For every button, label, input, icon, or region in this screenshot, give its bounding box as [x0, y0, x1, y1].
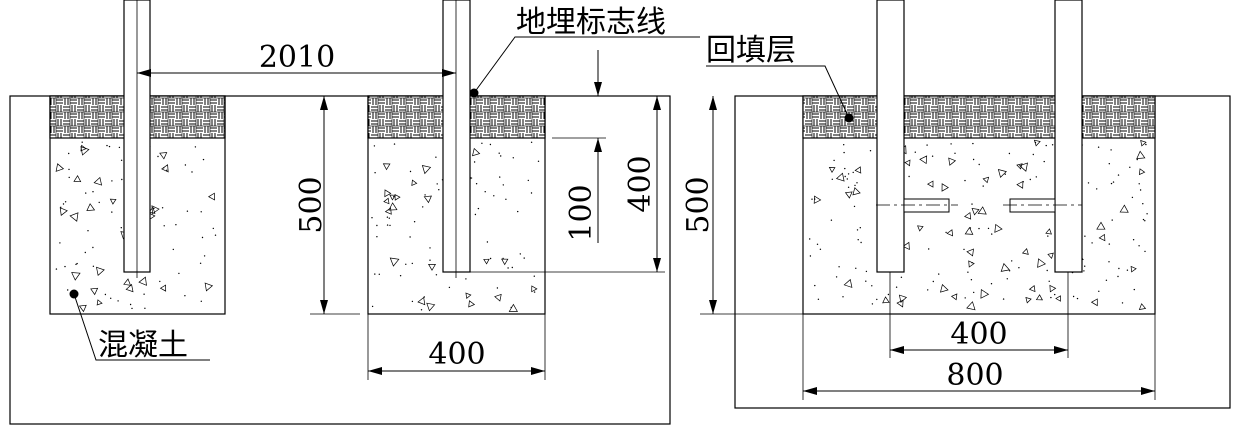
anchor-bolt-2 [1003, 198, 1082, 213]
label-concrete: 混凝土 [98, 328, 188, 363]
dim-pit-width-text: 800 [946, 358, 1003, 393]
dim-embed-depth-text: 400 [623, 155, 658, 212]
dim-post-spacing: 2010 [137, 40, 456, 77]
ground-left [9, 95, 671, 425]
leader-concrete: 混凝土 [69, 289, 210, 363]
dim-post-gap-text: 400 [950, 317, 1007, 352]
backfill-layer-3 [802, 95, 1156, 139]
dim-depth-left: 500 [294, 96, 360, 315]
dim-depth-right: 500 [681, 96, 803, 315]
label-marker-line: 地埋标志线 [516, 5, 666, 40]
post-2 [442, 0, 471, 273]
anchor-bolt-1 [876, 198, 958, 213]
leader-backfill: 回填层 [706, 33, 854, 123]
dim-depth-right-text: 500 [681, 176, 716, 233]
post-4 [1054, 0, 1083, 273]
dim-cover-depth-text: 100 [564, 184, 599, 241]
dim-cover-depth: 100 [552, 50, 606, 243]
label-backfill: 回填层 [706, 33, 796, 68]
dim-footing-width-text: 400 [428, 337, 485, 372]
dim-embed-depth: 400 [470, 96, 665, 273]
footing-3 [802, 95, 1156, 315]
post-3 [876, 0, 905, 273]
dim-post-gap: 400 [889, 272, 1069, 358]
leader-marker-line: 地埋标志线 [469, 5, 700, 98]
dim-post-spacing-text: 2010 [259, 40, 335, 75]
dim-footing-width: 400 [367, 314, 546, 380]
dim-pit-width: 800 [802, 314, 1156, 400]
dim-depth-left-text: 500 [294, 176, 329, 233]
